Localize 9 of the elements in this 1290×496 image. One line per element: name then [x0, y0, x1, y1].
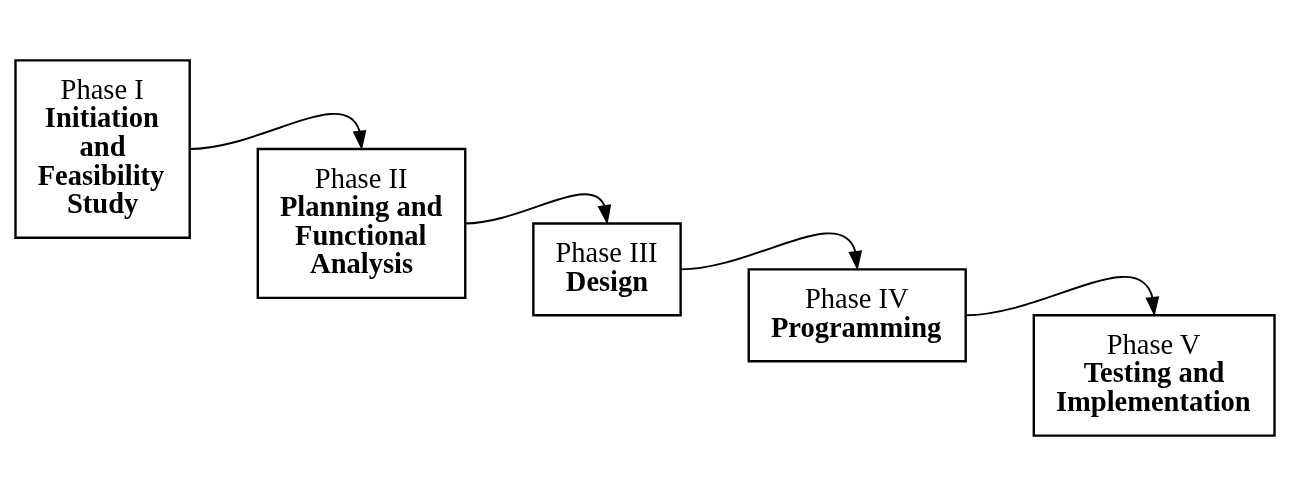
arrow: [964, 276, 1160, 317]
node-box: Phase I Initiation and Feasibility Study: [14, 59, 191, 239]
arrow: [679, 232, 863, 271]
node-box: Phase II Planning and Functional Analysis: [256, 147, 467, 300]
arrow: [464, 193, 612, 225]
node-box: Phase IV Programming: [747, 268, 967, 363]
node-box: Phase V Testing and Implementation: [1032, 314, 1276, 437]
node-box: Phase III Design: [532, 222, 682, 317]
arrow: [188, 113, 367, 151]
